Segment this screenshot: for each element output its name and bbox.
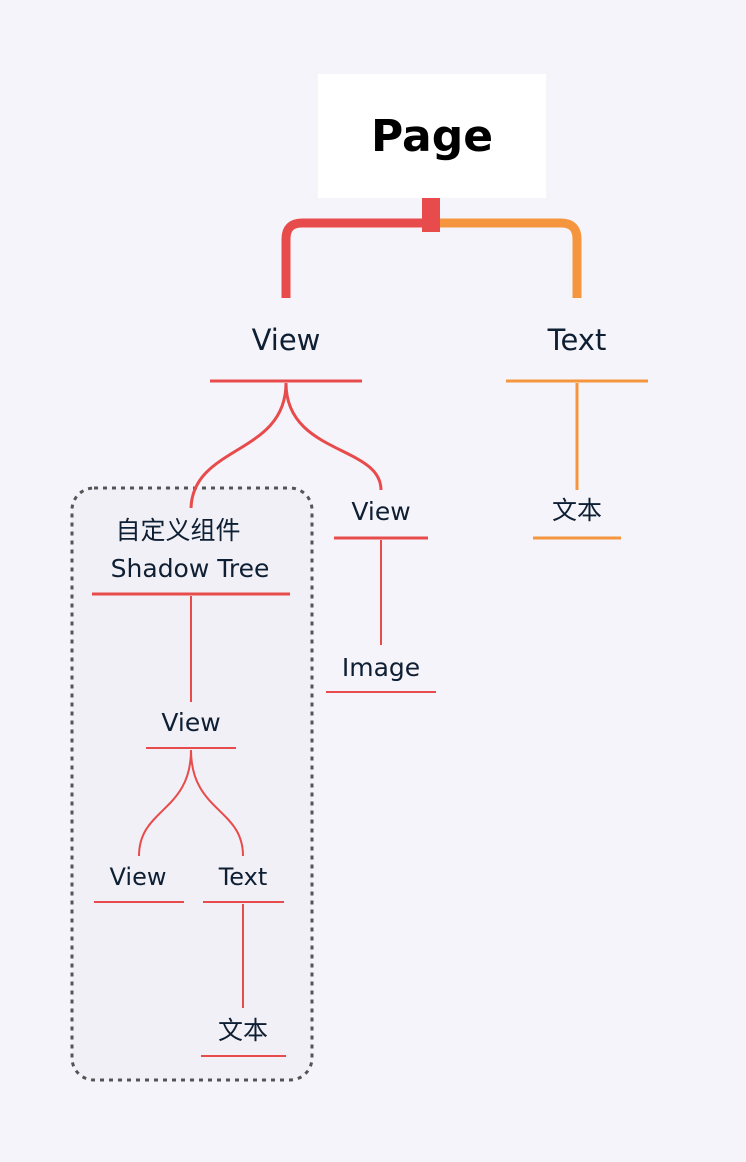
view-node-label: View	[251, 323, 321, 357]
leaf-view-label: View	[109, 863, 167, 891]
root-node-label: Page	[370, 110, 494, 162]
right-wenben-label: 文本	[551, 496, 603, 525]
shadow-tree-label: Shadow Tree	[110, 554, 270, 583]
view-to-shadow-connector	[189, 382, 288, 509]
shadow-view-label: View	[161, 708, 221, 737]
inner-view-label: View	[351, 497, 411, 526]
root-to-view-connector	[281, 218, 431, 298]
leaf-text-label: Text	[218, 863, 268, 891]
custom-component-label: 自定义组件	[115, 516, 241, 545]
root-to-text-connector	[440, 218, 582, 298]
left-wenben-label: 文本	[217, 1016, 269, 1045]
view-to-view-connector	[284, 382, 383, 491]
image-label: Image	[341, 653, 421, 682]
shadow-view-to-text-connector	[190, 749, 244, 857]
shadow-tree-group-border	[70, 486, 314, 1082]
shadow-view-to-view-connector	[138, 749, 192, 857]
text-node-label: Text	[547, 323, 607, 357]
root-node-box: Page	[318, 74, 546, 198]
